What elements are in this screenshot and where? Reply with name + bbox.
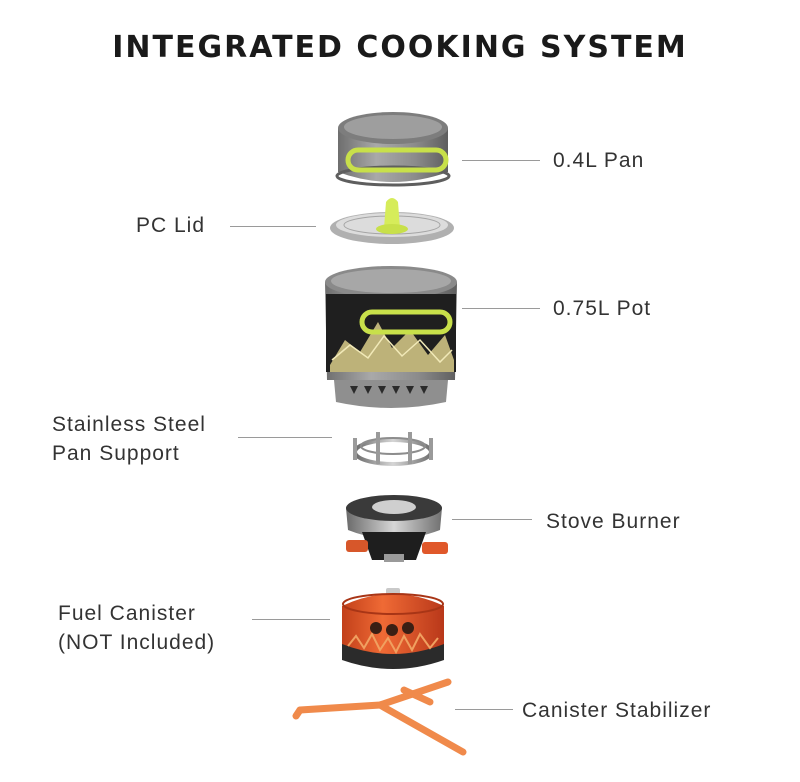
pan-support-label-line1: Stainless Steel bbox=[52, 413, 206, 436]
pan-support-leader-line bbox=[238, 437, 332, 438]
lid-label: PC Lid bbox=[136, 214, 206, 237]
stove-burner-leader-line bbox=[452, 519, 532, 520]
fuel-canister-label-line2: (NOT Included) bbox=[58, 631, 216, 654]
pan-support-illustration bbox=[353, 432, 433, 466]
pan-label: 0.4L Pan bbox=[553, 149, 645, 172]
page-title: INTEGRATED COOKING SYSTEM bbox=[112, 30, 688, 65]
pot-leader-line bbox=[462, 308, 540, 309]
fuel-canister-label-line1: Fuel Canister bbox=[58, 602, 196, 625]
pan-illustration bbox=[335, 112, 451, 187]
fuel-canister-leader-line bbox=[252, 619, 330, 620]
pan-leader-line bbox=[462, 160, 540, 161]
stabilizer-leader-line bbox=[455, 709, 513, 710]
stove-burner-label: Stove Burner bbox=[546, 510, 681, 533]
fuel-canister-illustration bbox=[342, 588, 444, 669]
stabilizer-label: Canister Stabilizer bbox=[522, 699, 712, 722]
pot-label: 0.75L Pot bbox=[553, 297, 652, 320]
pot-illustration bbox=[325, 266, 457, 408]
lid-illustration bbox=[330, 198, 454, 244]
pan-support-label-line2: Pan Support bbox=[52, 442, 180, 465]
canister-stabilizer-illustration bbox=[292, 678, 467, 756]
lid-leader-line bbox=[230, 226, 316, 227]
stove-burner-illustration bbox=[346, 495, 448, 562]
